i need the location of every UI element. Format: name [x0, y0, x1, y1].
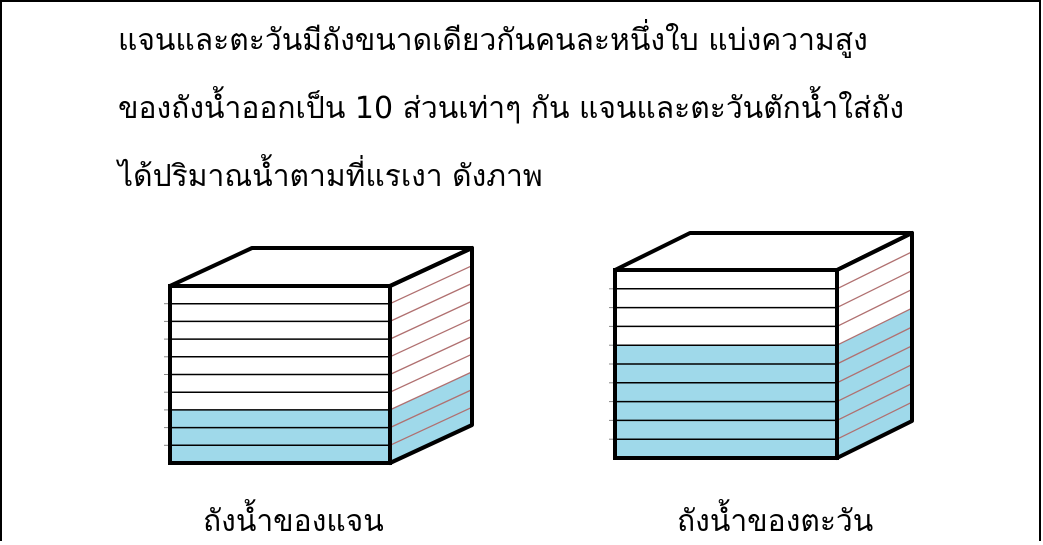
- tawan-water-tank: [609, 231, 914, 460]
- side-division-line: [389, 389, 473, 429]
- tawan-tank-caption: ถังน้ำของตะวัน: [677, 504, 874, 539]
- side-division-line: [836, 364, 913, 403]
- question-line-1: แจนและตะวันมีถังขนาดเดียวกันคนละหนึ่งใบ …: [118, 23, 868, 58]
- side-water-fill: [390, 371, 472, 463]
- question-line-2: ของถังน้ำออกเป็น 10 ส่วนเท่าๆ กัน แจนและ…: [118, 91, 904, 126]
- side-outline: [835, 231, 914, 460]
- side-division-line: [389, 335, 473, 376]
- side-division-line: [836, 288, 913, 327]
- side-division-line: [836, 270, 913, 309]
- side-division-line: [836, 307, 913, 346]
- side-division-line: [389, 318, 473, 358]
- side-division-line: [389, 406, 473, 446]
- side-division-line: [836, 251, 913, 290]
- side-division-line: [836, 345, 913, 384]
- jan-water-tank: [164, 246, 474, 465]
- side-division-line: [389, 353, 473, 393]
- side-division-line: [389, 371, 473, 411]
- side-division-line: [836, 382, 913, 421]
- front-water-fill: [170, 409, 390, 463]
- jan-tank-caption: ถังน้ำของแจน: [203, 504, 384, 539]
- side-division-line: [389, 282, 473, 322]
- question-line-3: ได้ปริมาณน้ำตามที่แรเงา ดังภาพ: [118, 159, 543, 194]
- side-division-line: [836, 401, 913, 440]
- side-division-line: [836, 326, 913, 365]
- side-outline: [388, 246, 474, 465]
- side-division-line: [389, 300, 473, 340]
- side-division-line: [389, 265, 473, 305]
